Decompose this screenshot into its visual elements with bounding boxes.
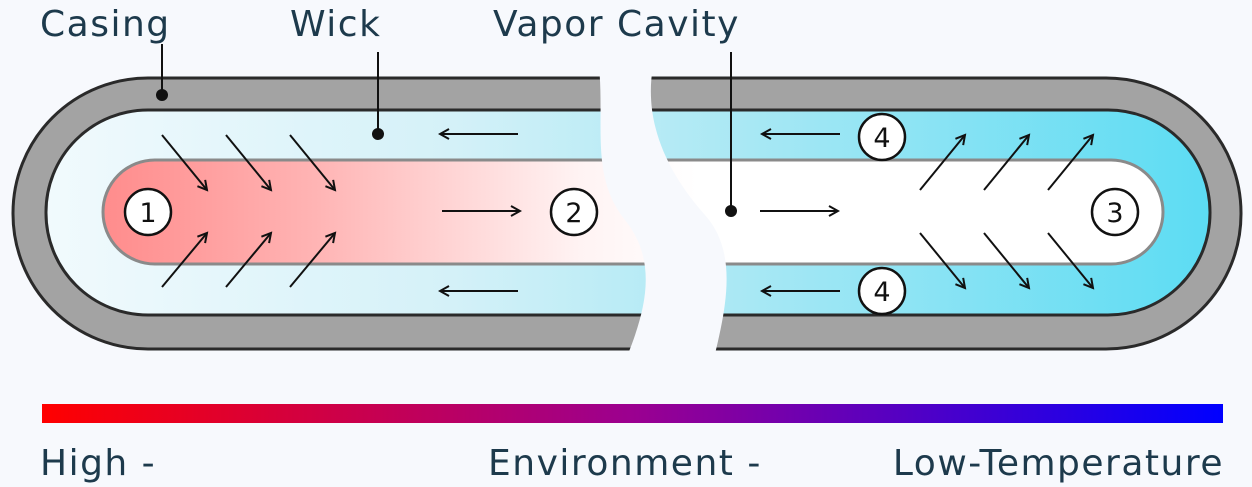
- station-3-marker: 3: [1090, 187, 1140, 237]
- station-4-bottom-label: 4: [873, 277, 890, 308]
- condensation-arrow: [919, 232, 965, 288]
- station-4-top-label: 4: [873, 123, 890, 154]
- condensation-arrow: [919, 135, 965, 191]
- evaporation-arrow: [225, 134, 271, 190]
- evaporation-arrow: [289, 134, 335, 190]
- evaporation-arrow: [161, 233, 207, 288]
- station-2-marker: 2: [549, 187, 599, 237]
- station-2-label: 2: [565, 198, 582, 229]
- station-4-top-marker: 4: [857, 112, 907, 162]
- condensation-arrow: [1047, 135, 1093, 191]
- evaporation-arrow: [289, 233, 335, 288]
- evaporation-arrow: [161, 134, 207, 190]
- evaporation-arrow: [225, 233, 271, 288]
- vapor-cavity-pointer-dot: [725, 205, 737, 217]
- casing-pointer-dot: [156, 89, 168, 101]
- condensation-arrow: [983, 232, 1029, 288]
- station-1-marker: 1: [123, 187, 173, 237]
- legend-high-label: High -: [40, 443, 157, 484]
- station-1-label: 1: [139, 198, 156, 229]
- temperature-gradient-bar: [42, 404, 1223, 423]
- condensation-arrow: [1047, 232, 1093, 288]
- legend-environment-label: Environment -: [488, 443, 762, 484]
- legend-low-temperature-label: Low-Temperature: [892, 443, 1224, 484]
- casing-label: Casing: [40, 4, 171, 45]
- wick-pointer-dot: [372, 128, 384, 140]
- vapor-cavity-label: Vapor Cavity: [493, 4, 740, 45]
- condensation-arrow: [983, 135, 1029, 191]
- station-3-label: 3: [1106, 198, 1123, 229]
- wick-label: Wick: [290, 4, 382, 45]
- break-symbol: [595, 40, 727, 395]
- station-4-bottom-marker: 4: [857, 266, 907, 316]
